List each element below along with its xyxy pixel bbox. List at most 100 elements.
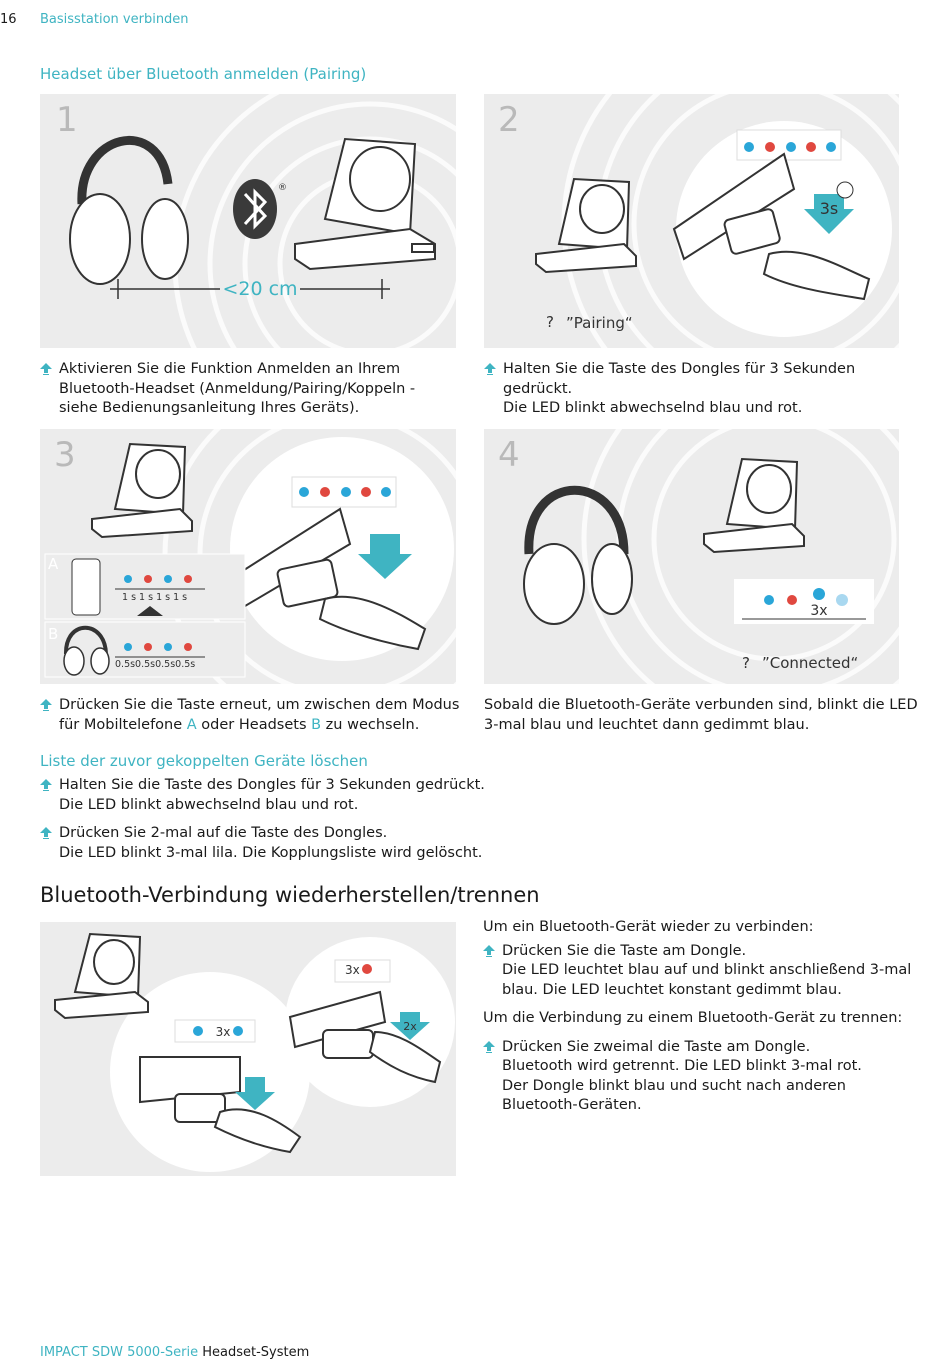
- help-icon: ?: [546, 313, 554, 331]
- hold-time-label: 3s: [820, 199, 839, 218]
- arrow-bullet-icon: [40, 779, 52, 791]
- text-line: Aktivieren Sie die Funktion Anmelden an …: [59, 361, 401, 377]
- clear-list: Halten Sie die Taste des Dongles für 3 S…: [40, 776, 490, 863]
- intro-disconnect: Um die Verbindung zu einem Bluetooth-Ger…: [483, 1010, 903, 1026]
- step-4-text: Sobald die Bluetooth-Geräte verbunden si…: [484, 696, 924, 735]
- base-station-icon: [54, 932, 149, 1020]
- red-blink-count: 3x: [345, 963, 360, 977]
- text-line: Der Dongle blinkt blau und sucht nach an…: [502, 1077, 846, 1094]
- headset-icon: [523, 485, 633, 625]
- chapter-title: Basisstation verbinden: [40, 12, 189, 27]
- base-station-icon: [535, 177, 637, 274]
- list-item: Drücken Sie die Taste am Dongle. Die LED…: [483, 942, 923, 1001]
- reconnect-text: Um ein Bluetooth-Gerät wieder zu verbind…: [483, 918, 923, 1116]
- text-line: Halten Sie die Taste des Dongles für 3 S…: [503, 361, 856, 377]
- distance-indicator: [110, 279, 390, 299]
- page-number: 16: [0, 12, 17, 27]
- arrow-bullet-icon: [40, 827, 52, 839]
- blue-blink-count: 3x: [216, 1025, 231, 1039]
- arrow-bullet-icon: [40, 699, 52, 711]
- base-station-icon: [294, 137, 436, 271]
- text-line: Sobald die Bluetooth-Geräte verbunden si…: [484, 697, 918, 713]
- led-indicator: [736, 129, 842, 161]
- text-fragment: oder Headsets: [196, 716, 312, 733]
- press-count: 2x: [403, 1020, 417, 1033]
- distance-label: <20 cm: [222, 278, 297, 300]
- text-line: Die LED leuchtet blau auf und blinkt ans…: [502, 962, 912, 978]
- section-title-pairing: Headset über Bluetooth anmelden (Pairing…: [40, 65, 367, 83]
- timing-a: 1 s 1 s 1 s 1 s: [122, 592, 187, 603]
- step-number: 2: [498, 100, 520, 140]
- base-station-icon: [91, 442, 193, 539]
- press-arrow-icon: [235, 1077, 275, 1110]
- step-number: 4: [498, 435, 520, 475]
- status-pairing: ”Pairing“: [566, 314, 633, 332]
- text-line: blau. Die LED leuchtet konstant gedimmt …: [502, 981, 842, 998]
- timing-b: 0.5s0.5s0.5s0.5s: [115, 659, 195, 670]
- mode-b-label: B: [48, 625, 58, 643]
- text-line: siehe Bedienungsanleitung Ihres Geräts).: [59, 400, 360, 416]
- illustration-step-3: 3 A 1 s 1 s 1 s 1 s B: [40, 429, 456, 684]
- list-item: Drücken Sie zweimal die Taste am Dongle.…: [483, 1038, 923, 1116]
- list-item: Drücken Sie 2-mal auf die Taste des Dong…: [40, 824, 490, 863]
- text-fragment: für Mobiltelefone: [59, 716, 187, 733]
- intro-connect: Um ein Bluetooth-Gerät wieder zu verbind…: [483, 919, 814, 935]
- phone-icon: [71, 558, 101, 616]
- illustration-reconnect: 3x 3x 2x: [40, 922, 456, 1176]
- bluetooth-icon: ®: [233, 179, 287, 239]
- illustration-step-4: 4 3x ? ”Connected“: [484, 429, 899, 684]
- step-1-text: Aktivieren Sie die Funktion Anmelden an …: [40, 360, 460, 419]
- dongle-icon: [228, 507, 352, 611]
- dongle-icon: [139, 990, 387, 1123]
- section-title-reconnect: Bluetooth-Verbindung wiederherstellen/tr…: [40, 883, 540, 907]
- text-line: Halten Sie die Taste des Dongles für 3 S…: [59, 777, 485, 793]
- finger-icon: [318, 595, 427, 651]
- press-arrow-icon: [804, 181, 854, 234]
- text-line: gedrückt.: [503, 380, 573, 397]
- arrow-bullet-icon: [40, 363, 52, 375]
- arrow-bullet-icon: [483, 1040, 495, 1053]
- double-press-arrow-icon: [390, 1012, 430, 1040]
- footer-product: Headset-System: [202, 1345, 310, 1360]
- base-station-icon: [703, 457, 805, 554]
- list-item: Halten Sie die Taste des Dongles für 3 S…: [40, 776, 490, 815]
- text-fragment: zu wechseln.: [321, 716, 420, 733]
- text-line: Bluetooth-Headset (Anmeldung/Pairing/Kop…: [59, 380, 416, 397]
- step-number: 3: [54, 435, 76, 475]
- illustration-step-1: 1 ® <20 cm: [40, 94, 456, 348]
- led-indicator: [734, 579, 874, 624]
- text-line: Die LED blinkt 3-mal lila. Die Kopplungs…: [59, 844, 483, 861]
- step-3-text: Drücken Sie die Taste erneut, um zwische…: [40, 696, 470, 735]
- arrow-bullet-icon: [484, 363, 496, 375]
- section-title-clear: Liste der zuvor gekoppelten Geräte lösch…: [40, 752, 368, 770]
- text-line: Bluetooth wird getrennt. Die LED blinkt …: [502, 1058, 862, 1074]
- arrow-bullet-icon: [483, 944, 495, 957]
- led-indicator-red: [334, 959, 391, 983]
- step-number: 1: [56, 100, 78, 140]
- mode-a-ref: A: [186, 716, 197, 733]
- headset-small-icon: [63, 625, 110, 676]
- mode-b-ref: B: [311, 716, 322, 733]
- svg-text:®: ®: [278, 183, 287, 193]
- led-indicator: [291, 476, 397, 508]
- footer: IMPACT SDW 5000-Serie Headset-System: [40, 1345, 309, 1360]
- footer-series: IMPACT SDW 5000-Serie: [40, 1345, 199, 1360]
- led-sequence-b: [115, 643, 205, 658]
- status-connected: ”Connected“: [762, 654, 858, 672]
- finger-icon: [368, 1030, 442, 1084]
- text-line: Drücken Sie die Taste erneut, um zwische…: [59, 697, 460, 713]
- step-2-text: Halten Sie die Taste des Dongles für 3 S…: [484, 360, 904, 419]
- blink-count: 3x: [810, 603, 827, 619]
- text-line: Bluetooth-Geräten.: [502, 1097, 642, 1113]
- finger-icon: [762, 250, 871, 301]
- finger-icon: [213, 1108, 302, 1154]
- led-sequence-a: [115, 575, 205, 590]
- text-line: Die LED blinkt abwechselnd blau und rot.: [503, 400, 803, 416]
- text-line: Drücken Sie zweimal die Taste am Dongle.: [502, 1038, 811, 1055]
- text-line: Die LED blinkt abwechselnd blau und rot.: [59, 796, 359, 813]
- dongle-icon: [672, 152, 796, 261]
- press-arrow-icon: [358, 534, 412, 579]
- text-line: Drücken Sie 2-mal auf die Taste des Dong…: [59, 825, 388, 841]
- help-icon: ?: [742, 654, 750, 672]
- text-line: Drücken Sie die Taste am Dongle.: [502, 942, 747, 959]
